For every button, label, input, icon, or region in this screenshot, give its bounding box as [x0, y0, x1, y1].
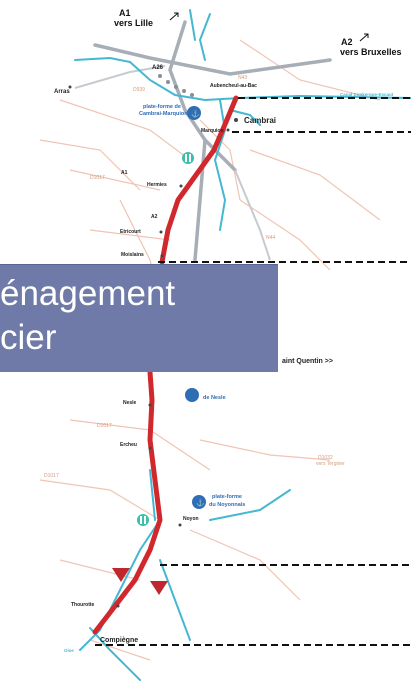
compiegne-label: Compiègne [100, 637, 139, 644]
warning-triangles [112, 568, 168, 595]
vers-lille-label: vers Lille [114, 18, 154, 28]
d1032-label-2: vers Tergnier [316, 461, 345, 467]
ercheu-label: Ercheu [120, 442, 137, 448]
platform-icons [185, 106, 206, 509]
town-dots [68, 85, 238, 608]
plateforme-noyon-label-2: du Noyonnais [209, 502, 246, 508]
d1017-south-label: D1017 [44, 473, 59, 479]
marquion-label: Marquion [201, 128, 224, 134]
a2-label: A2 [341, 37, 353, 47]
direction-arrows [169, 12, 369, 42]
motorways-light [74, 65, 271, 261]
svg-text:⚓: ⚓ [191, 109, 200, 118]
canal-dunkerque-label: Canal Dunkerque-Escaut [340, 92, 394, 97]
a26-dots [158, 74, 194, 97]
plateforme-noyon-label-1: plate-forme [212, 494, 242, 500]
d1017-north-label: D1017 [90, 175, 105, 181]
lock-icons-white [140, 154, 191, 524]
d939-label: D939 [133, 87, 145, 93]
vers-bruxelles-label: vers Bruxelles [340, 47, 402, 57]
d1032-label-1: D1032 [318, 455, 333, 461]
a2-mid-label: A2 [151, 214, 158, 220]
aubencheul-label: Aubencheul-au-Bac [210, 83, 257, 89]
hermies-label: Hermies [147, 182, 167, 188]
svg-text:⚓: ⚓ [196, 498, 205, 507]
etricourt-label: Etricourt [120, 229, 141, 235]
a1-mid-label: A1 [121, 170, 128, 176]
moislains-label: Moislains [121, 252, 144, 258]
plateforme-cambrai-label-1: plate-forme de [143, 104, 181, 110]
noyon-label: Noyon [183, 516, 199, 522]
oise-label: Oise [64, 648, 74, 653]
nesle-label: Nesle [123, 400, 137, 406]
saint-quentin-label: aint Quentin >> [282, 358, 333, 365]
cambrai-label: Cambrai [244, 116, 277, 125]
canal-route [92, 95, 239, 635]
d1017-mid-label: D1017 [97, 423, 112, 429]
a1-label: A1 [119, 8, 131, 18]
rivers [74, 9, 411, 681]
title-overlay-panel: énagement cier [0, 264, 278, 372]
plateforme-cambrai-label-2: Cambrai-Marquion [139, 111, 188, 117]
thourotte-label: Thourotte [71, 602, 95, 608]
n44-label: N44 [266, 235, 276, 241]
a26-label: A26 [152, 65, 164, 71]
dashed-markers [95, 97, 411, 646]
plateforme-nesle-label: de Nesle [203, 395, 226, 401]
overlay-text-line-1: énagement [0, 274, 176, 313]
n43-label: N43 [238, 75, 248, 81]
overlay-text-line-2: cier [0, 318, 57, 357]
arras-label: Arras [54, 89, 70, 95]
